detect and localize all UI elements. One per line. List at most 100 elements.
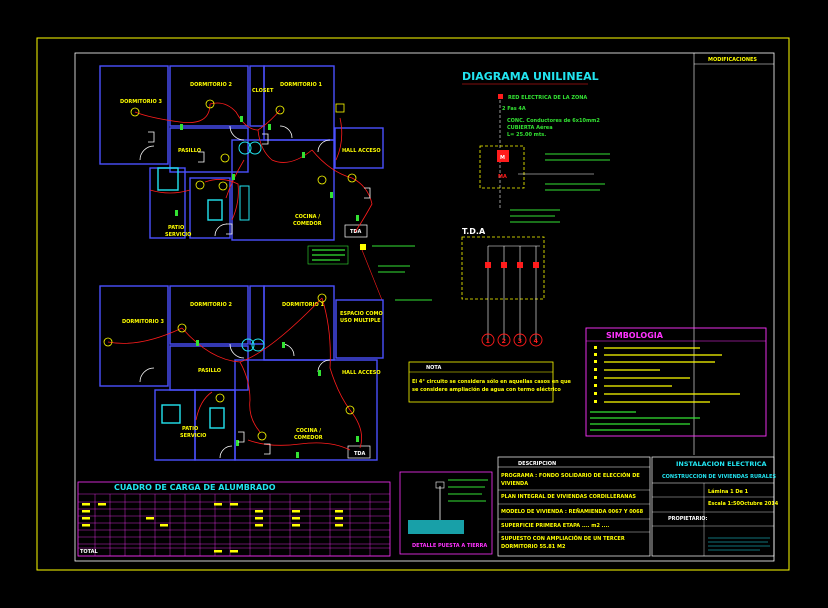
descripcion-supuesto-2: DORMITORIO 55.81 M2 (501, 544, 566, 550)
cuadro-cell-mark (255, 524, 263, 527)
acometida-line-3: L= 25.00 mts. (507, 132, 546, 138)
simbologia-title: SIMBOLOGIA (606, 331, 664, 340)
detalle-puesta-tierra: DETALLE PUESTA A TIERRA (399, 471, 493, 555)
wiring-upper (134, 102, 373, 233)
fecha-label: Octubre 2014 (740, 501, 779, 507)
nota-text-2: se considere ampliación de agua con term… (412, 386, 561, 393)
simbologia-box: SIMBOLOGIA (585, 327, 767, 437)
tda-label-lower: TDA (354, 451, 366, 457)
room-servicio-lower: SERVICIO (180, 433, 206, 439)
escala-label: Escala 1:50 (708, 501, 741, 507)
room-cocina-lower: COCINA / (296, 428, 321, 434)
room-dormitorio-1-lower: DORMITORIO 1 (282, 302, 324, 308)
propietario-label: PROPIETARIO: (668, 516, 708, 522)
lamina-label: Lámina 1 De 1 (708, 488, 749, 495)
cuadro-cell-mark (82, 503, 90, 506)
red-electrica-label: RED ELECTRICA DE LA ZONA (508, 95, 587, 101)
floor-plan-lower (99, 285, 384, 461)
circuit-2-label: 2 (502, 337, 507, 345)
room-hall-acceso: HALL ACCESO (342, 148, 381, 154)
circuit-4-label: 4 (534, 337, 539, 345)
circuit-1-marker (481, 333, 495, 347)
floor-plan-upper (99, 65, 384, 241)
leader-labels-middle (307, 244, 432, 301)
modificaciones-label: MODIFICACIONES (708, 57, 757, 63)
wiring-lower (107, 297, 363, 451)
room-comedor-lower: COMEDOR (294, 435, 323, 441)
nota-title: NOTA (426, 365, 441, 371)
circuit-2-marker (497, 333, 511, 347)
descripcion-superficie: SUPERFICIE PRIMERA ETAPA .... m2 .... (501, 523, 609, 529)
cuadro-cell-mark (82, 524, 90, 527)
room-pasillo: PASILLO (178, 148, 201, 154)
descripcion-vivienda: VIVIENDA (501, 481, 528, 487)
descripcion-plan: PLAN INTEGRAL DE VIVIENDAS CORDILLERANAS (501, 494, 636, 500)
cuadro-cell-mark (230, 550, 238, 553)
cuadro-cell-mark (292, 524, 300, 527)
room-dormitorio-1: DORMITORIO 1 (280, 82, 322, 88)
outer-frame (36, 37, 790, 571)
room-cocina: COCINA / (295, 214, 320, 220)
title-line-1: INSTALACION ELECTRICA (676, 460, 767, 468)
unilineal-title: DIAGRAMA UNILINEAL (462, 70, 599, 83)
tda-title: T.D.A (462, 227, 486, 236)
circuit-3-label: 3 (518, 337, 523, 345)
room-patio: PATIO (168, 225, 184, 231)
cuadro-cell-mark (82, 517, 90, 520)
room-patio-lower: PATIO (182, 426, 198, 432)
cuadro-cell-mark (146, 517, 154, 520)
room-servicio: SERVICIO (165, 232, 191, 238)
modificaciones-box: MODIFICACIONES (693, 53, 774, 455)
cuadro-cell-mark (292, 510, 300, 513)
cuadro-de-carga: CUADRO DE CARGA DE ALUMBRADO TOTAL (77, 481, 391, 557)
room-dormitorio-2-lower: DORMITORIO 2 (190, 302, 232, 308)
unilineal-diagram: DIAGRAMA UNILINEAL RED ELECTRICA DE LA Z… (461, 70, 610, 347)
cuadro-total-label: TOTAL (80, 549, 99, 555)
cuadro-title: CUADRO DE CARGA DE ALUMBRADO (114, 483, 276, 492)
descripcion-title: DESCRIPCION (518, 461, 556, 467)
title-line-2: CONSTRUCCION DE VIVIENDAS RURALES (662, 474, 776, 480)
circuit-3-marker (513, 333, 527, 347)
tda-label-upper: TDA (350, 229, 362, 235)
descripcion-supuesto-1: SUPUESTO CON AMPLIACIÓN DE UN TERCER (501, 535, 625, 542)
room-dormitorio-2: DORMITORIO 2 (190, 82, 232, 88)
medidor-label: M (500, 155, 505, 161)
cuadro-cell-mark (98, 503, 106, 506)
title-block: INSTALACION ELECTRICA CONSTRUCCION DE VI… (651, 456, 779, 557)
room-comedor: COMEDOR (293, 221, 322, 227)
cuadro-cell-mark (214, 503, 222, 506)
acometida-line-1: CONC. Conductores de 6x10mm2 (507, 118, 600, 124)
cuadro-cell-mark (255, 510, 263, 513)
room-dormitorio-3: DORMITORIO 3 (120, 99, 162, 105)
descripcion-block: DESCRIPCION PROGRAMA : FONDO SOLIDARIO D… (497, 456, 651, 557)
room-espacio-lower-2: USO MULTIPLE (340, 318, 381, 324)
floor-plan-upper-labels: DORMITORIO 3 DORMITORIO 2 DORMITORIO 1 C… (120, 82, 381, 238)
cuadro-grid (78, 493, 390, 557)
cuadro-cell-mark (230, 503, 238, 506)
floor-plan-lower-labels: DORMITORIO 3 DORMITORIO 2 DORMITORIO 1 P… (122, 302, 383, 457)
floor-plan-upper-doors (139, 125, 331, 237)
room-pasillo-lower: PASILLO (198, 368, 221, 374)
cuadro-cell-mark (335, 510, 343, 513)
cuadro-cell-mark (255, 517, 263, 520)
inner-frame (74, 52, 775, 562)
descripcion-modelo: MODELO DE VIVIENDA : REÑAMIENDA 0067 Y 0… (501, 508, 644, 515)
room-espacio-lower-1: ESPACIO COMO (340, 311, 383, 317)
circuit-4-marker (529, 333, 543, 347)
ma-label: MA (498, 174, 507, 180)
fase-label: 2 Fas 4A (502, 106, 526, 112)
cuadro-cell-mark (82, 510, 90, 513)
nota-text-1: El 4° circuito se considera sólo en aque… (412, 378, 572, 385)
fixtures-upper (130, 99, 371, 235)
cuadro-cell-mark (335, 524, 343, 527)
nota-box: NOTA El 4° circuito se considera sólo en… (408, 361, 572, 403)
room-hall-acceso-lower: HALL ACCESO (342, 370, 381, 376)
cuadro-cell-mark (160, 524, 168, 527)
room-dormitorio-3-lower: DORMITORIO 3 (122, 319, 164, 325)
cuadro-cell-mark (335, 517, 343, 520)
descripcion-programa: PROGRAMA : FONDO SOLIDARIO DE ELECCIÓN D… (501, 472, 640, 479)
circuit-1-label: 1 (486, 337, 491, 345)
detalle-title: DETALLE PUESTA A TIERRA (412, 543, 487, 549)
acometida-line-2: CUBIERTA Aérea (507, 124, 553, 131)
